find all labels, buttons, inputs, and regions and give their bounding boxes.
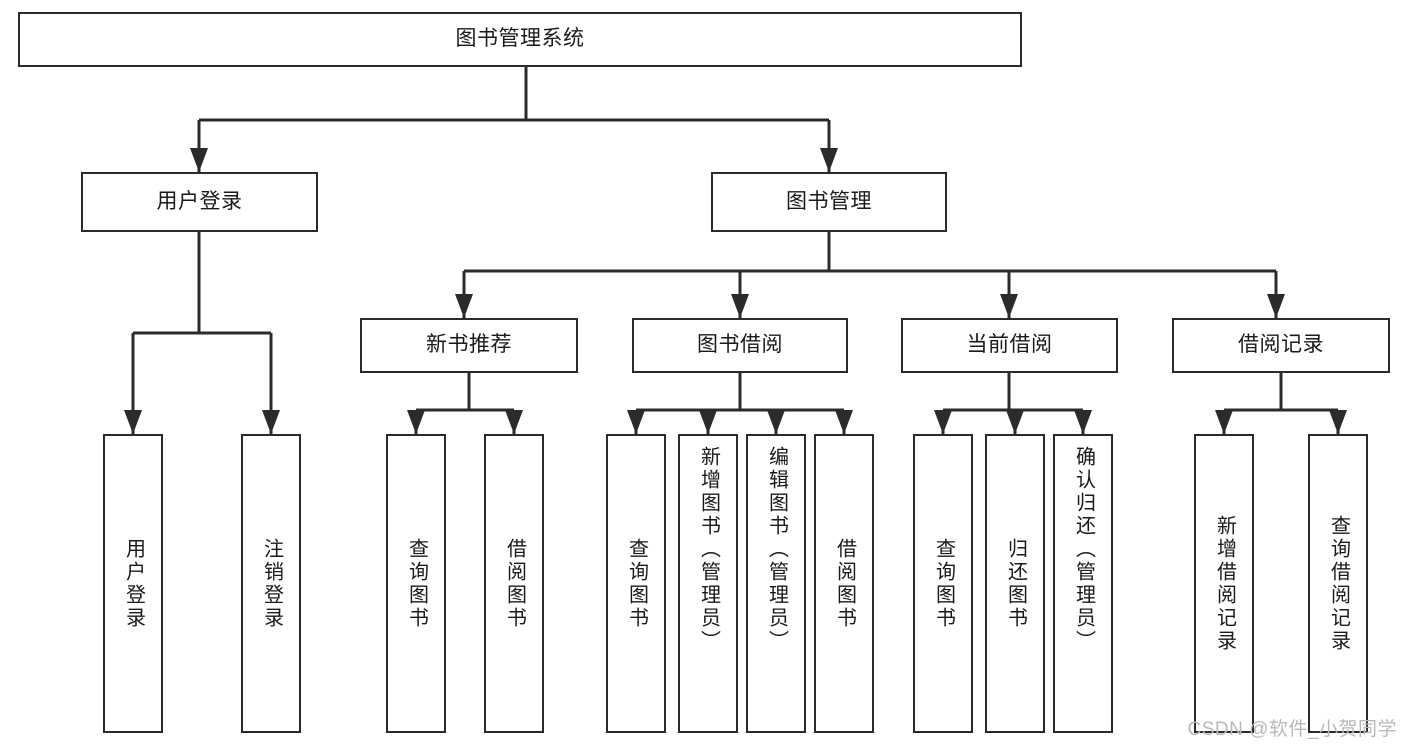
bookmanage-to-level3-arrowhead-0 (455, 294, 473, 318)
node-label-leaf-query-book-current: 查询图书 (932, 537, 955, 630)
node-leaf-borrow-book-rec[interactable]: 借阅图书 (484, 434, 544, 733)
record-to-leaves-arrowhead-0 (1215, 410, 1233, 434)
node-label-leaf-query-book-rec: 查询图书 (405, 537, 428, 630)
node-leaf-add-record[interactable]: 新增借阅记录 (1194, 434, 1254, 733)
node-leaf-user-logout[interactable]: 注销登录 (241, 434, 301, 733)
node-label-leaf-confirm-return: 确认归还（管理员） (1072, 446, 1095, 653)
borrow-to-leaves-arrowhead-1 (699, 410, 717, 434)
node-current-borrow[interactable]: 当前借阅 (901, 318, 1118, 373)
node-label-user-login: 用户登录 (156, 189, 243, 213)
node-label-leaf-query-book-borrow: 查询图书 (625, 537, 648, 630)
userlogin-to-leaves-arrowhead-0 (124, 410, 142, 434)
node-book-borrow[interactable]: 图书借阅 (632, 318, 848, 373)
node-label-leaf-edit-book: 编辑图书（管理员） (765, 446, 788, 653)
node-label-leaf-user-login: 用户登录 (122, 537, 145, 630)
root-to-level2-arrowhead-1 (820, 148, 838, 172)
node-leaf-query-book-borrow[interactable]: 查询图书 (606, 434, 666, 733)
node-label-leaf-query-record: 查询借阅记录 (1327, 514, 1350, 653)
node-new-book-recommend[interactable]: 新书推荐 (360, 318, 578, 373)
bookmanage-to-level3-arrowhead-3 (1267, 294, 1285, 318)
watermark-text: CSDN @软件_小贺同学 (1187, 719, 1397, 740)
node-label-leaf-add-book: 新增图书（管理员） (697, 446, 720, 653)
node-leaf-add-book[interactable]: 新增图书（管理员） (678, 434, 738, 733)
userlogin-to-leaves-arrowhead-1 (262, 410, 280, 434)
node-leaf-edit-book[interactable]: 编辑图书（管理员） (746, 434, 806, 733)
node-label-leaf-user-logout: 注销登录 (260, 537, 283, 630)
node-leaf-query-book-rec[interactable]: 查询图书 (386, 434, 446, 733)
node-leaf-user-login[interactable]: 用户登录 (103, 434, 163, 733)
current-to-leaves-arrowhead-0 (934, 410, 952, 434)
node-label-book-borrow: 图书借阅 (697, 333, 783, 357)
current-to-leaves-arrowhead-2 (1074, 410, 1092, 434)
current-to-leaves-arrowhead-1 (1006, 410, 1024, 434)
node-label-root: 图书管理系统 (455, 27, 585, 51)
node-book-manage[interactable]: 图书管理 (711, 172, 947, 232)
node-root[interactable]: 图书管理系统 (18, 12, 1022, 67)
node-leaf-borrow-book[interactable]: 借阅图书 (814, 434, 874, 733)
node-label-leaf-return-book: 归还图书 (1004, 537, 1027, 630)
borrow-to-leaves-arrowhead-0 (627, 410, 645, 434)
node-leaf-return-book[interactable]: 归还图书 (985, 434, 1045, 733)
node-label-borrow-record: 借阅记录 (1238, 333, 1324, 357)
node-label-leaf-add-record: 新增借阅记录 (1213, 514, 1236, 653)
borrow-to-leaves-arrowhead-2 (767, 410, 785, 434)
record-to-leaves-arrowhead-1 (1329, 410, 1347, 434)
bookmanage-to-level3-arrowhead-2 (1000, 294, 1018, 318)
node-label-leaf-borrow-book-rec: 借阅图书 (503, 537, 526, 630)
bookmanage-to-level3-arrowhead-1 (731, 294, 749, 318)
node-leaf-query-book-current[interactable]: 查询图书 (913, 434, 973, 733)
node-borrow-record[interactable]: 借阅记录 (1172, 318, 1390, 373)
borrow-to-leaves-arrowhead-3 (835, 410, 853, 434)
node-label-book-manage: 图书管理 (786, 189, 872, 213)
node-label-leaf-borrow-book: 借阅图书 (833, 537, 856, 630)
node-leaf-confirm-return[interactable]: 确认归还（管理员） (1053, 434, 1113, 733)
node-label-current-borrow: 当前借阅 (966, 333, 1053, 357)
recommend-to-leaves-arrowhead-1 (505, 410, 523, 434)
node-label-new-book-recommend: 新书推荐 (426, 333, 512, 357)
node-leaf-query-record[interactable]: 查询借阅记录 (1308, 434, 1368, 733)
recommend-to-leaves-arrowhead-0 (407, 410, 425, 434)
node-user-login[interactable]: 用户登录 (81, 172, 318, 232)
root-to-level2-arrowhead-0 (190, 148, 208, 172)
